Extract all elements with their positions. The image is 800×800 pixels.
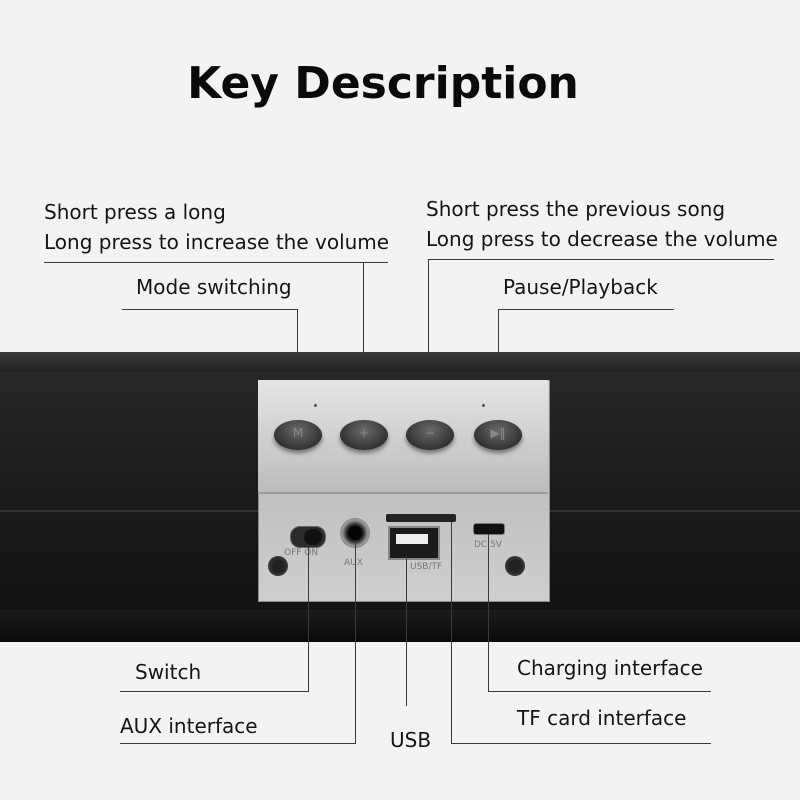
label-charging-interface: Charging interface [517,656,703,680]
label-mode-switching: Mode switching [136,275,292,299]
leader-line [44,262,388,263]
leader-line [122,309,298,310]
leader-line [308,545,309,691]
usb-marking: USB/TF [410,562,443,572]
speaker-bar-bottom [0,610,800,642]
dc-marking: DC 5V [474,540,502,550]
switch-marking: OFF ON [284,548,319,558]
leader-line [406,556,407,706]
usb-port-tongue [396,534,428,544]
charging-port[interactable] [473,523,505,535]
label-long-press-decrease: Long press to decrease the volume [426,227,778,251]
aux-marking: AUX [344,558,363,568]
mode-icon: M [292,426,304,440]
label-usb: USB [390,728,432,752]
speaker-bar-top [0,352,800,372]
play-pause-button[interactable]: ▶‖ [474,420,522,450]
tf-card-slot[interactable] [386,514,456,522]
screw-hole [268,556,288,576]
label-aux-interface: AUX interface [120,714,258,738]
volume-up-button[interactable]: + [340,420,388,450]
label-pause-playback: Pause/Playback [503,275,658,299]
label-long-press-increase: Long press to increase the volume [44,230,390,254]
leader-line [428,259,429,422]
leader-line [451,522,452,744]
indicator-dot [482,404,485,407]
leader-line [120,743,356,744]
volume-down-button[interactable]: − [406,420,454,450]
leader-line [363,262,364,422]
play-pause-icon: ▶‖ [490,426,506,440]
leader-line [428,259,774,260]
label-switch: Switch [135,660,202,684]
screw-hole [505,556,525,576]
label-short-press-previous: Short press the previous song [426,197,726,221]
label-short-press-long: Short press a long [44,200,226,224]
leader-line [498,309,674,310]
label-tf-card-interface: TF card interface [517,706,687,730]
page-title: Key Description [187,58,579,109]
leader-line [451,743,711,744]
leader-line [120,691,309,692]
leader-line [355,540,356,743]
minus-icon: − [424,426,436,440]
power-switch-knob[interactable] [304,529,322,545]
mode-button[interactable]: M [274,420,322,450]
leader-line [488,534,489,691]
plus-icon: + [358,426,370,440]
leader-line [488,691,711,692]
indicator-dot [314,404,317,407]
